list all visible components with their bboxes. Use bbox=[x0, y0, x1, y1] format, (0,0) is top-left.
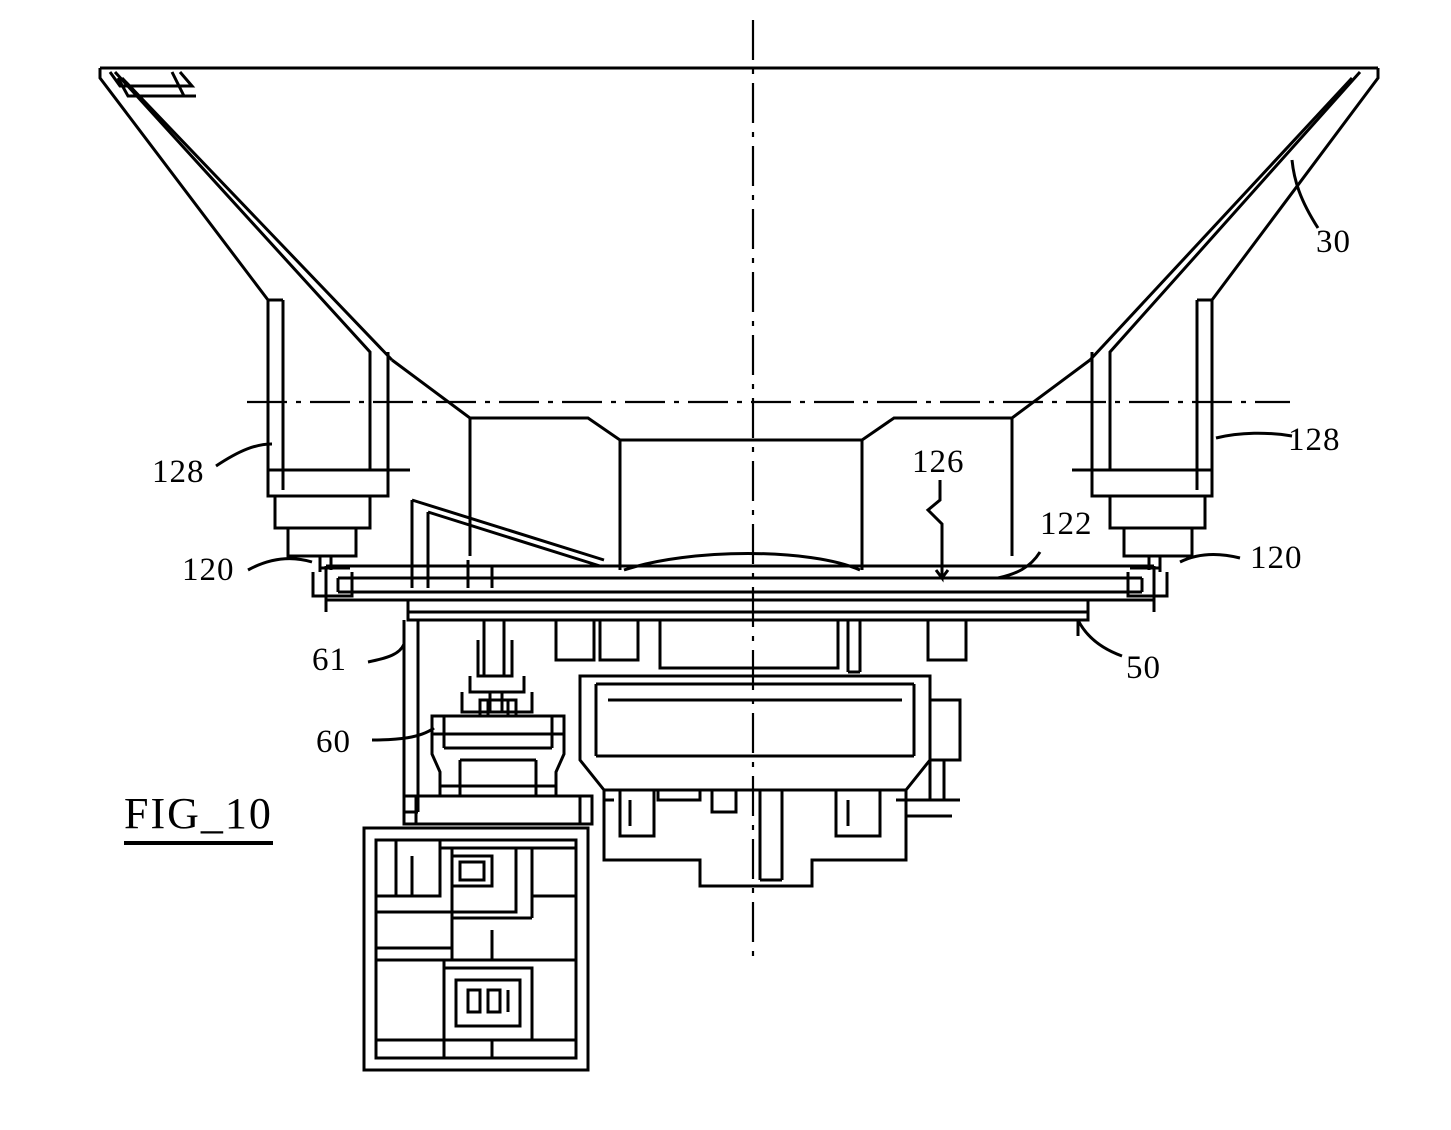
left-column-61 bbox=[402, 620, 534, 814]
figure-caption: FIG_10 bbox=[124, 788, 273, 845]
leader-120-right bbox=[1179, 553, 1241, 564]
leader-lines bbox=[215, 159, 1320, 742]
ref-numeral-128-left: 128 bbox=[152, 454, 205, 490]
ref-numeral-61: 61 bbox=[312, 642, 347, 678]
leader-30 bbox=[1290, 159, 1320, 229]
ref-numeral-120-left: 120 bbox=[182, 552, 235, 588]
cross-frame-50 bbox=[324, 498, 1156, 636]
leader-128-left bbox=[215, 442, 273, 468]
leader-50 bbox=[1076, 619, 1123, 658]
leader-60 bbox=[371, 726, 435, 742]
actuator-assembly-60 bbox=[402, 698, 594, 826]
hopper-outer-shell bbox=[98, 66, 1380, 470]
ref-numeral-120-right: 120 bbox=[1250, 540, 1303, 576]
mid-skirt-panels bbox=[368, 352, 1112, 572]
ref-numeral-60: 60 bbox=[316, 724, 351, 760]
under-frame-blocks bbox=[554, 620, 968, 674]
leader-122 bbox=[997, 551, 1042, 580]
ref-numeral-126: 126 bbox=[912, 444, 965, 480]
leader-120-left bbox=[247, 557, 313, 572]
leader-128-right bbox=[1215, 431, 1293, 440]
leader-61 bbox=[367, 643, 406, 664]
ref-numeral-50: 50 bbox=[1126, 650, 1161, 686]
central-housing bbox=[578, 674, 962, 888]
leader-126 bbox=[925, 480, 950, 583]
lower-connector-block bbox=[362, 826, 590, 1072]
ref-numeral-128-right: 128 bbox=[1288, 422, 1341, 458]
ref-numeral-30: 30 bbox=[1316, 224, 1351, 260]
ref-numeral-122: 122 bbox=[1040, 506, 1093, 542]
